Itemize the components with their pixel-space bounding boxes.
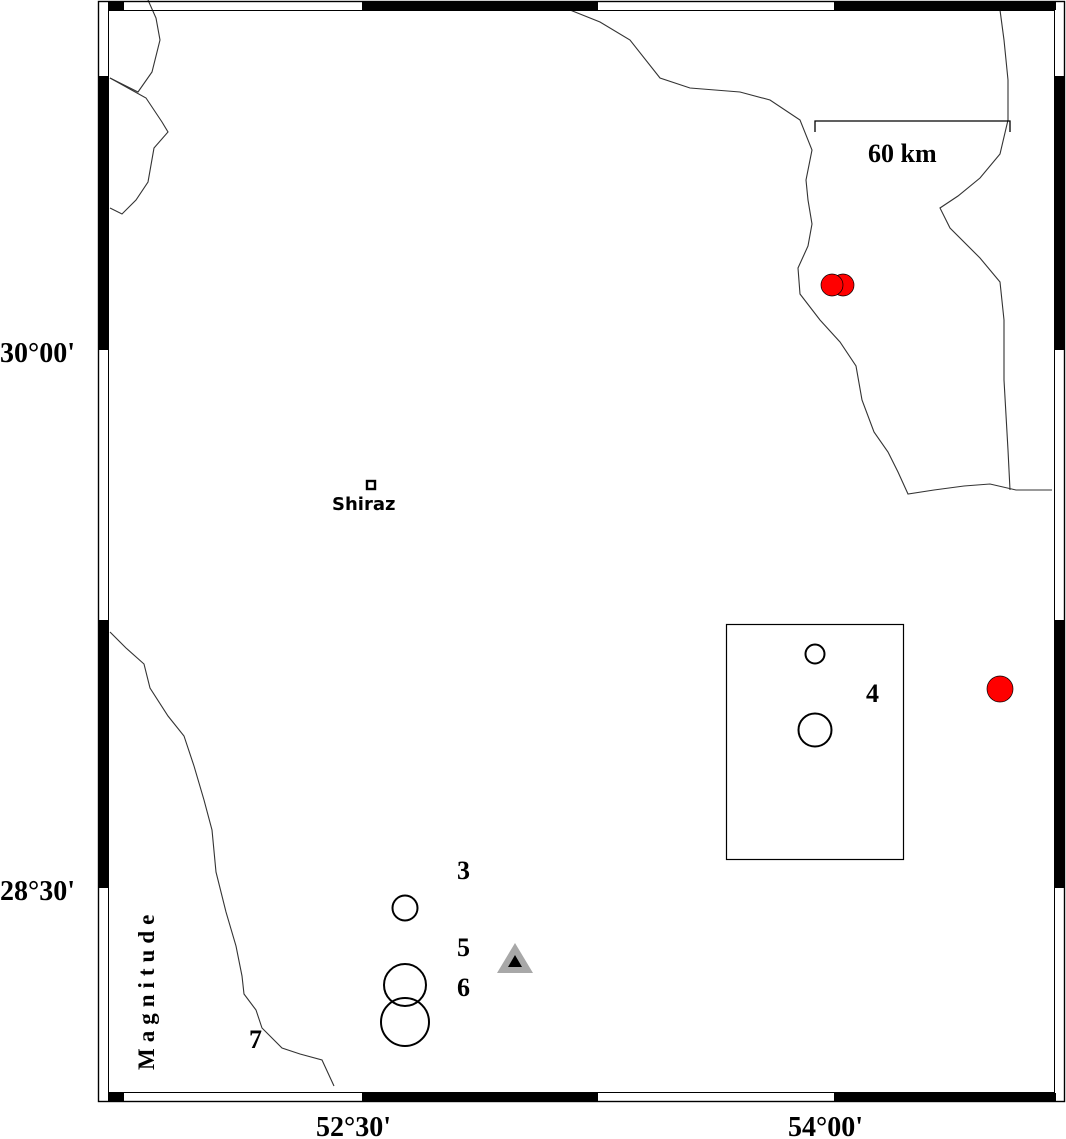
legend-circle-3: [391, 894, 419, 922]
tick-top-2: [362, 2, 598, 10]
station-icon: [497, 943, 533, 973]
border-north: [109, 0, 161, 93]
scale-bar-label: 60 km: [868, 139, 937, 168]
lon-label-54-00: 54°00': [788, 1112, 863, 1139]
inset-box-label: 4: [866, 679, 879, 708]
scale-bar: 60 km: [814, 120, 1011, 168]
lat-label-30: 30°00': [0, 338, 75, 369]
province-borders: [109, 0, 1052, 1087]
tick-left-1: [99, 76, 108, 350]
inset-box: 4: [725, 623, 905, 861]
lon-label-52-30: 52°30': [316, 1112, 391, 1139]
tick-top-3: [834, 2, 1056, 10]
legend-label-5: 5: [457, 933, 470, 962]
city-marker-icon: [365, 479, 377, 491]
border-northwest: [109, 77, 169, 215]
legend-circle-7: [380, 997, 430, 1047]
tick-bottom-1: [108, 1093, 124, 1101]
tick-right-2: [1055, 620, 1064, 888]
map-frame: [97, 0, 1066, 1103]
map-inner-frame: [108, 10, 1055, 1093]
magnitude-circle-small: [804, 643, 826, 665]
inset-box-frame: [725, 623, 905, 861]
magnitude-circle-medium: [797, 712, 833, 748]
events: [820, 273, 1014, 703]
border-east: [939, 9, 1011, 491]
map-area: [98, 0, 1064, 1102]
legend-label-7: 7: [249, 1025, 262, 1054]
tick-bottom-3: [834, 1093, 1056, 1101]
tick-bottom-2: [362, 1093, 598, 1101]
border-southwest: [109, 631, 335, 1087]
tick-left-2: [99, 620, 108, 888]
tick-top-1: [108, 2, 124, 10]
legend-label-6: 6: [457, 973, 470, 1002]
event-marker: [820, 273, 844, 297]
tick-right-1: [1055, 76, 1064, 350]
lat-label-28-30: 28°30': [0, 876, 75, 907]
event-marker: [986, 675, 1014, 703]
legend-title: Magnitude: [134, 909, 159, 1070]
station-inner-triangle: [508, 955, 522, 967]
scale-bar-line: [814, 120, 1011, 132]
city-label: Shiraz: [332, 494, 395, 515]
magnitude-legend: Magnitude 3 5 6 7: [134, 856, 470, 1070]
city-shiraz: Shiraz: [332, 479, 395, 515]
border-northeast: [569, 9, 1052, 495]
frame-ticks: [99, 2, 1064, 1101]
legend-circle-6: [383, 963, 427, 1007]
legend-label-3: 3: [457, 856, 470, 885]
